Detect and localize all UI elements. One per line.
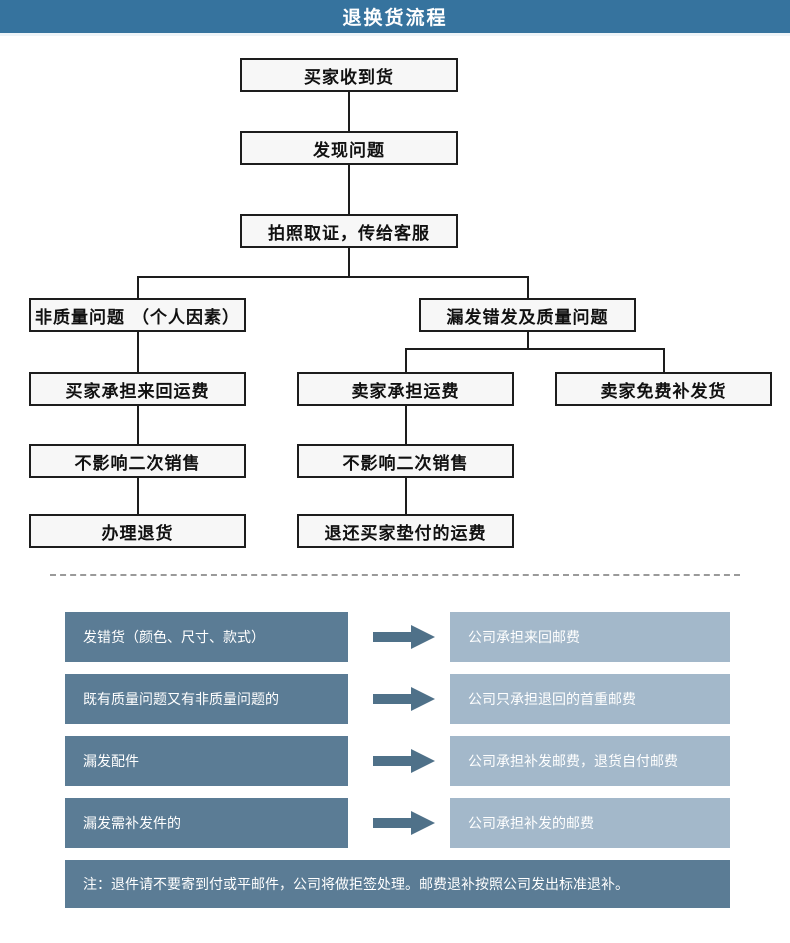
flow-node-seller-pays-shipping-label: 卖家承担运费	[351, 381, 460, 402]
flow-node-quality-issue-label: 漏发错发及质量问题	[446, 307, 609, 328]
header-underline	[0, 33, 790, 36]
policy-row: 漏发需补发件的 公司承担补发的邮费	[0, 798, 790, 848]
connector-bus-to-quality	[527, 276, 529, 298]
flow-node-received-label: 买家收到货	[304, 67, 394, 88]
connector-non-quality-down	[137, 332, 139, 372]
policy-row: 既有质量问题又有非质量问题的 公司只承担退回的首重邮费	[0, 674, 790, 724]
page-title: 退换货流程	[342, 7, 448, 29]
connector-buyer-shipping-down	[137, 406, 139, 444]
policy-row: 漏发配件 公司承担补发邮费，退货自付邮费	[0, 736, 790, 786]
flow-node-resale-ok-left-label: 不影响二次销售	[74, 453, 201, 474]
flow-node-refund-shipping-label: 退还买家垫付的运费	[324, 523, 487, 544]
flow-node-found-problem-label: 发现问题	[313, 140, 385, 161]
flow-node-found-problem: 发现问题	[240, 131, 458, 165]
connector-found-to-photo	[348, 165, 350, 217]
policy-condition-cell: 既有质量问题又有非质量问题的	[65, 674, 348, 724]
policy-row: 发错货（颜色、尺寸、款式） 公司承担来回邮费	[0, 612, 790, 662]
policy-result-cell: 公司承担补发邮费，退货自付邮费	[450, 736, 730, 786]
policy-condition-cell: 漏发配件	[65, 736, 348, 786]
policy-result-cell: 公司只承担退回的首重邮费	[450, 674, 730, 724]
connector-bus-to-free-reship	[663, 348, 665, 372]
policy-result-cell: 公司承担补发的邮费	[450, 798, 730, 848]
flow-node-photo-evidence-label: 拍照取证，传给客服	[268, 223, 430, 244]
section-divider	[50, 574, 740, 576]
connector-bus-to-non-quality	[137, 276, 139, 298]
flow-node-process-return-label: 办理退货	[101, 523, 174, 544]
flow-node-quality-issue: 漏发错发及质量问题	[419, 298, 636, 332]
policy-note-bar: 注：退件请不要寄到付或平邮件，公司将做拒签处理。邮费退补按照公司发出标准退补。	[65, 860, 730, 908]
right-arrow-icon	[373, 687, 435, 711]
shipping-policy-table: 发错货（颜色、尺寸、款式） 公司承担来回邮费 既有质量问题又有非质量问题的 公司…	[0, 612, 790, 860]
connector-quality-bus	[405, 348, 665, 350]
connector-quality-down	[527, 332, 529, 350]
flow-node-non-quality: 非质量问题 （个人因素）	[29, 298, 246, 332]
connector-received-to-found	[348, 92, 350, 169]
flow-node-non-quality-label: 非质量问题 （个人因素）	[35, 307, 240, 328]
flow-node-seller-free-reship-label: 卖家免费补发货	[600, 381, 727, 402]
connector-bus-to-seller-shipping	[405, 348, 407, 372]
flow-node-seller-pays-shipping: 卖家承担运费	[297, 372, 514, 406]
flow-node-seller-free-reship: 卖家免费补发货	[555, 372, 772, 406]
flow-node-buyer-pays-shipping-label: 买家承担来回运费	[65, 381, 210, 402]
returns-flowchart: 买家收到货 发现问题 拍照取证，传给客服 非质量问题 （个人因素） 漏发错发及质…	[0, 38, 790, 558]
flow-node-refund-shipping: 退还买家垫付的运费	[297, 514, 514, 548]
policy-result-cell: 公司承担来回邮费	[450, 612, 730, 662]
right-arrow-icon	[373, 749, 435, 773]
connector-seller-shipping-down	[405, 406, 407, 444]
flow-node-buyer-pays-shipping: 买家承担来回运费	[29, 372, 246, 406]
page-header-banner: 退换货流程	[0, 0, 790, 33]
flow-node-resale-ok-left: 不影响二次销售	[29, 444, 246, 478]
flow-node-process-return: 办理退货	[29, 514, 246, 548]
flow-node-resale-ok-mid-label: 不影响二次销售	[342, 453, 469, 474]
connector-photo-down	[348, 248, 350, 276]
flow-node-photo-evidence: 拍照取证，传给客服	[240, 214, 458, 248]
policy-condition-cell: 漏发需补发件的	[65, 798, 348, 848]
connector-branch-bus	[137, 276, 529, 278]
right-arrow-icon	[373, 811, 435, 835]
connector-resale-left-down	[137, 478, 139, 514]
policy-condition-cell: 发错货（颜色、尺寸、款式）	[65, 612, 348, 662]
flow-node-received: 买家收到货	[240, 58, 458, 92]
connector-resale-mid-down	[405, 478, 407, 514]
right-arrow-icon	[373, 625, 435, 649]
flow-node-resale-ok-mid: 不影响二次销售	[297, 444, 514, 478]
